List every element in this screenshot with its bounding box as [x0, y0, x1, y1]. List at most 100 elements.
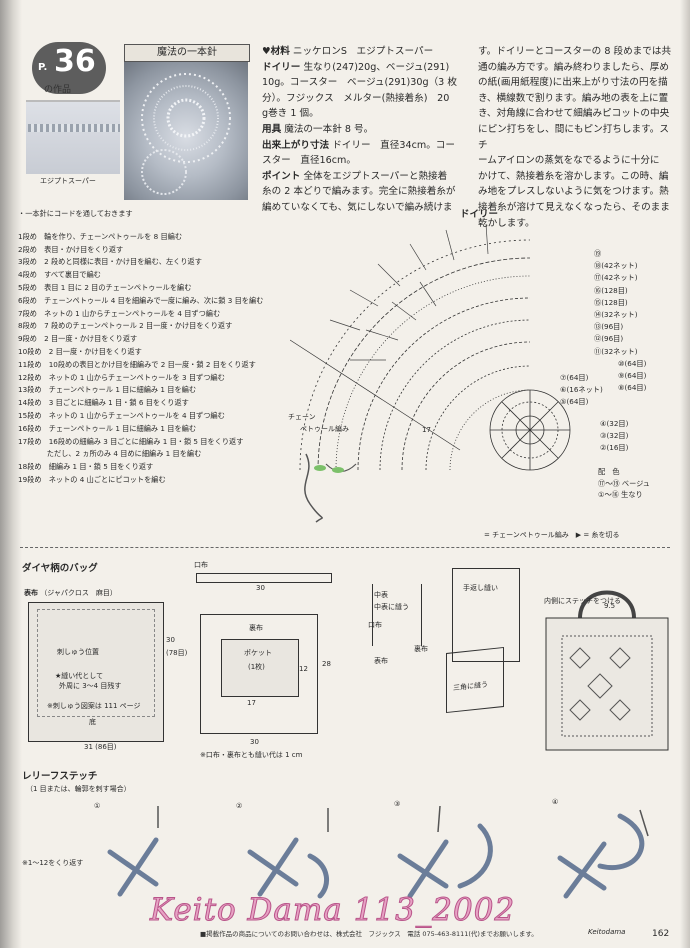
- mouth-fabric-panel: [196, 573, 332, 583]
- color-row: ⑰〜⑲ ベージュ: [598, 478, 650, 488]
- materials-line: スター 直径16cm。: [262, 155, 356, 167]
- step-row: 12段め ネットの 1 山からチェーンペトゥールを 3 目ずつ編む: [18, 372, 225, 382]
- step-row: 10段め 2 目一度・かけ目をくり返す: [18, 346, 142, 356]
- relief-note: ※1〜12をくり返す: [22, 859, 84, 867]
- step-row: 5段め 表目 1 目に 2 目のチェーンペトゥールを編む: [18, 282, 192, 292]
- materials-line: ポイント 全体をエジプトスーパーと熱接着: [262, 170, 448, 182]
- doily-photo-lace: [141, 73, 231, 195]
- step-row: 6段め チェーンペトゥール 4 目を細編みで一度に編み、次に鎖 3 目を編む: [18, 295, 264, 305]
- step-row: 7段め ネットの 1 山からチェーンペトゥールを 4 目ずつ編む: [18, 308, 221, 318]
- pocket-qty: (1枚): [248, 663, 265, 671]
- step-row: 3段め 2 段めと同様に表目・かけ目を編む、左くり返す: [18, 257, 202, 267]
- assembly-label: 表布: [374, 657, 388, 665]
- step-row: 2段め 表目・かけ目をくり返す: [18, 244, 124, 254]
- bottom-sew-label: 三角に縫う: [453, 680, 488, 693]
- lining-panel: 裏布 ポケット (1枚) 17 12: [200, 614, 318, 734]
- chain-stitch-illustration: [304, 453, 357, 523]
- instruction-line: にピン打ちをし、間にもピン打ちします。スチ: [478, 123, 669, 151]
- footer-note: ■掲載作品の商品についてのお問い合わせは、株式会社 フジックス 電話 075-4…: [200, 930, 538, 938]
- color-table: 配 色 ⑰〜⑲ ベージュ ①〜⑯ 生なり: [598, 466, 650, 501]
- pattern-title: 魔法の一本針: [124, 44, 250, 62]
- instruction-line: き、対角線に合わせて細編みピコットの中央: [478, 108, 670, 120]
- materials-line: g巻き 1 個。: [262, 108, 319, 120]
- mouth-fabric-label: 口布: [194, 561, 208, 569]
- embroidery-area: [37, 609, 155, 717]
- side-sew-label: 手返し縫い: [463, 584, 498, 592]
- mouth-width: 30: [256, 584, 265, 592]
- pocket-panel: ポケット (1枚): [221, 639, 299, 697]
- relief-step: ①: [94, 802, 101, 810]
- relief-title: レリーフステッチ: [22, 771, 98, 782]
- lining-label: 裏布: [249, 624, 263, 632]
- chain-label: チェーン: [288, 413, 316, 421]
- materials-line: 編めていなくても、気にしないで編み続けま: [262, 201, 453, 213]
- bottom-label: 底: [89, 718, 96, 726]
- row-label: ⑲: [594, 249, 602, 258]
- materials-block: ♥材料 ニッケロンS エジプトスーパー ドイリー 生なり(247)20g、ベージ…: [262, 44, 472, 216]
- row-label: ⑦(64目): [560, 373, 589, 382]
- step-row: 17段め 16段めの細編み 3 目ごとに細編み 1 目・鎖 5 目をくり返す: [18, 436, 244, 446]
- materials-line: 10g。コースター ベージュ(291)30g（3 枚: [262, 77, 457, 89]
- instruction-line: き、横線数で割ります。編み地の表を上に置: [478, 92, 669, 104]
- step-row: 13段め チェーンペトゥール 1 目に細編み 1 目を編む: [18, 385, 197, 395]
- assembly-label: 口布: [368, 621, 382, 629]
- page-reference-badge: P. 36: [32, 42, 106, 94]
- step-row: 15段め ネットの 1 山からチェーンペトゥールを 4 目ずつ編む: [18, 410, 225, 420]
- row-label: ⑬(96目): [594, 322, 624, 332]
- materials-line: 分）。フジックス メルター(熱接着糸) 20: [262, 92, 450, 104]
- coaster-photo-lace: [28, 124, 120, 132]
- color-table-title: 配 色: [598, 467, 620, 476]
- page-edge-shadow: [680, 0, 690, 948]
- sew-note: 外周に 3〜4 目残す: [59, 682, 122, 690]
- instructions-block: す。ドイリーとコースターの 8 段めまでは共 通の編み方です。編み終わりましたら…: [478, 44, 678, 231]
- watermark: Keito Dama 113_2002: [149, 892, 516, 929]
- lining-width: 30: [250, 738, 259, 746]
- instruction-line: 乾かします。: [478, 217, 535, 229]
- pocket-height: 12: [299, 665, 308, 673]
- doily-photo: [124, 60, 248, 200]
- assembly-label: 中表に縫う: [374, 603, 409, 611]
- page-gutter-shadow: [0, 0, 22, 948]
- materials-line: ♥材料 ニッケロンS エジプトスーパー: [262, 46, 434, 57]
- row-label: ⑥(16ネット): [560, 385, 603, 395]
- front-height: 30: [166, 636, 175, 644]
- materials-line: 用具 魔法の一本針 8 号。: [262, 123, 374, 135]
- page-number: 36: [54, 44, 96, 79]
- relief-stitch-illustration: [107, 806, 649, 899]
- assembly-label: 裏布: [414, 645, 428, 653]
- doily-row-labels-3: ⑦(64目) ⑥(16ネット) ⑤(64目): [560, 372, 603, 409]
- row-label: ⑫(96目): [594, 334, 624, 344]
- bottom-sew-diagram: 三角に縫う: [446, 646, 504, 714]
- materials-line: ドイリー 生なり(247)20g、ベージュ(291): [262, 61, 450, 73]
- page-number-footer: 162: [652, 929, 670, 939]
- item-suffix: の作品: [44, 85, 72, 95]
- doily-row-labels-4: ④(32目) ③(32目) ②(16目): [600, 418, 628, 455]
- assembly-label: 中表: [374, 591, 388, 599]
- row-label: ⑯(128目): [594, 285, 628, 295]
- row-label: ⑰(42ネット): [594, 273, 638, 283]
- row-label: ⑮(128目): [594, 297, 628, 307]
- step-row: 8段め 7 段めのチェーンペトゥール 2 目一度・かけ目をくり返す: [18, 321, 233, 331]
- pocket-label: ポケット: [244, 649, 272, 657]
- instruction-line: 通の編み方です。編み終わりましたら、厚め: [478, 61, 669, 73]
- magazine-signature: Keitodama: [588, 928, 626, 936]
- front-fabric-panel: 刺しゅう位置 ★縫い代として 外周に 3〜4 目残す ※刺しゅう図案は 111 …: [28, 602, 164, 742]
- photo-caption: エジプトスーパー: [40, 177, 96, 185]
- reference-note: ※刺しゅう図案は 111 ページ: [47, 702, 141, 710]
- instruction-line: 接着糸が溶けて見えなくなったら、そのまま: [478, 201, 670, 213]
- step-row: 16段め チェーンペトゥール 1 目に細編み 1 目を編む: [18, 423, 197, 433]
- doily-title: ドイリー: [460, 209, 499, 220]
- assembly-diagram: [372, 584, 422, 646]
- steps-intro: ・一本針にコードを通しておきます: [18, 209, 133, 218]
- materials-line: 糸の 2 本どりで編みます。完全に熱接着糸が: [262, 186, 456, 198]
- lining-height: 28: [322, 660, 331, 668]
- row-label: ⑱(42ネット): [594, 261, 638, 271]
- materials-line: 出来上がり寸法 ドイリー 直径34cm。コー: [262, 139, 455, 151]
- row-label: ④(32目): [600, 419, 629, 428]
- color-row: ①〜⑯ 生なり: [598, 490, 643, 500]
- row-label: ⑤(64目): [560, 397, 589, 407]
- step-row: 11段め 10段めの表目とかけ目を細編みで 2 目一度・鎖 2 目をくり返す: [18, 359, 256, 369]
- instruction-line: み地をプレスしないように気をつけます。熱: [478, 186, 669, 198]
- embroidery-label: 刺しゅう位置: [57, 648, 99, 656]
- coaster-photo: [26, 100, 120, 174]
